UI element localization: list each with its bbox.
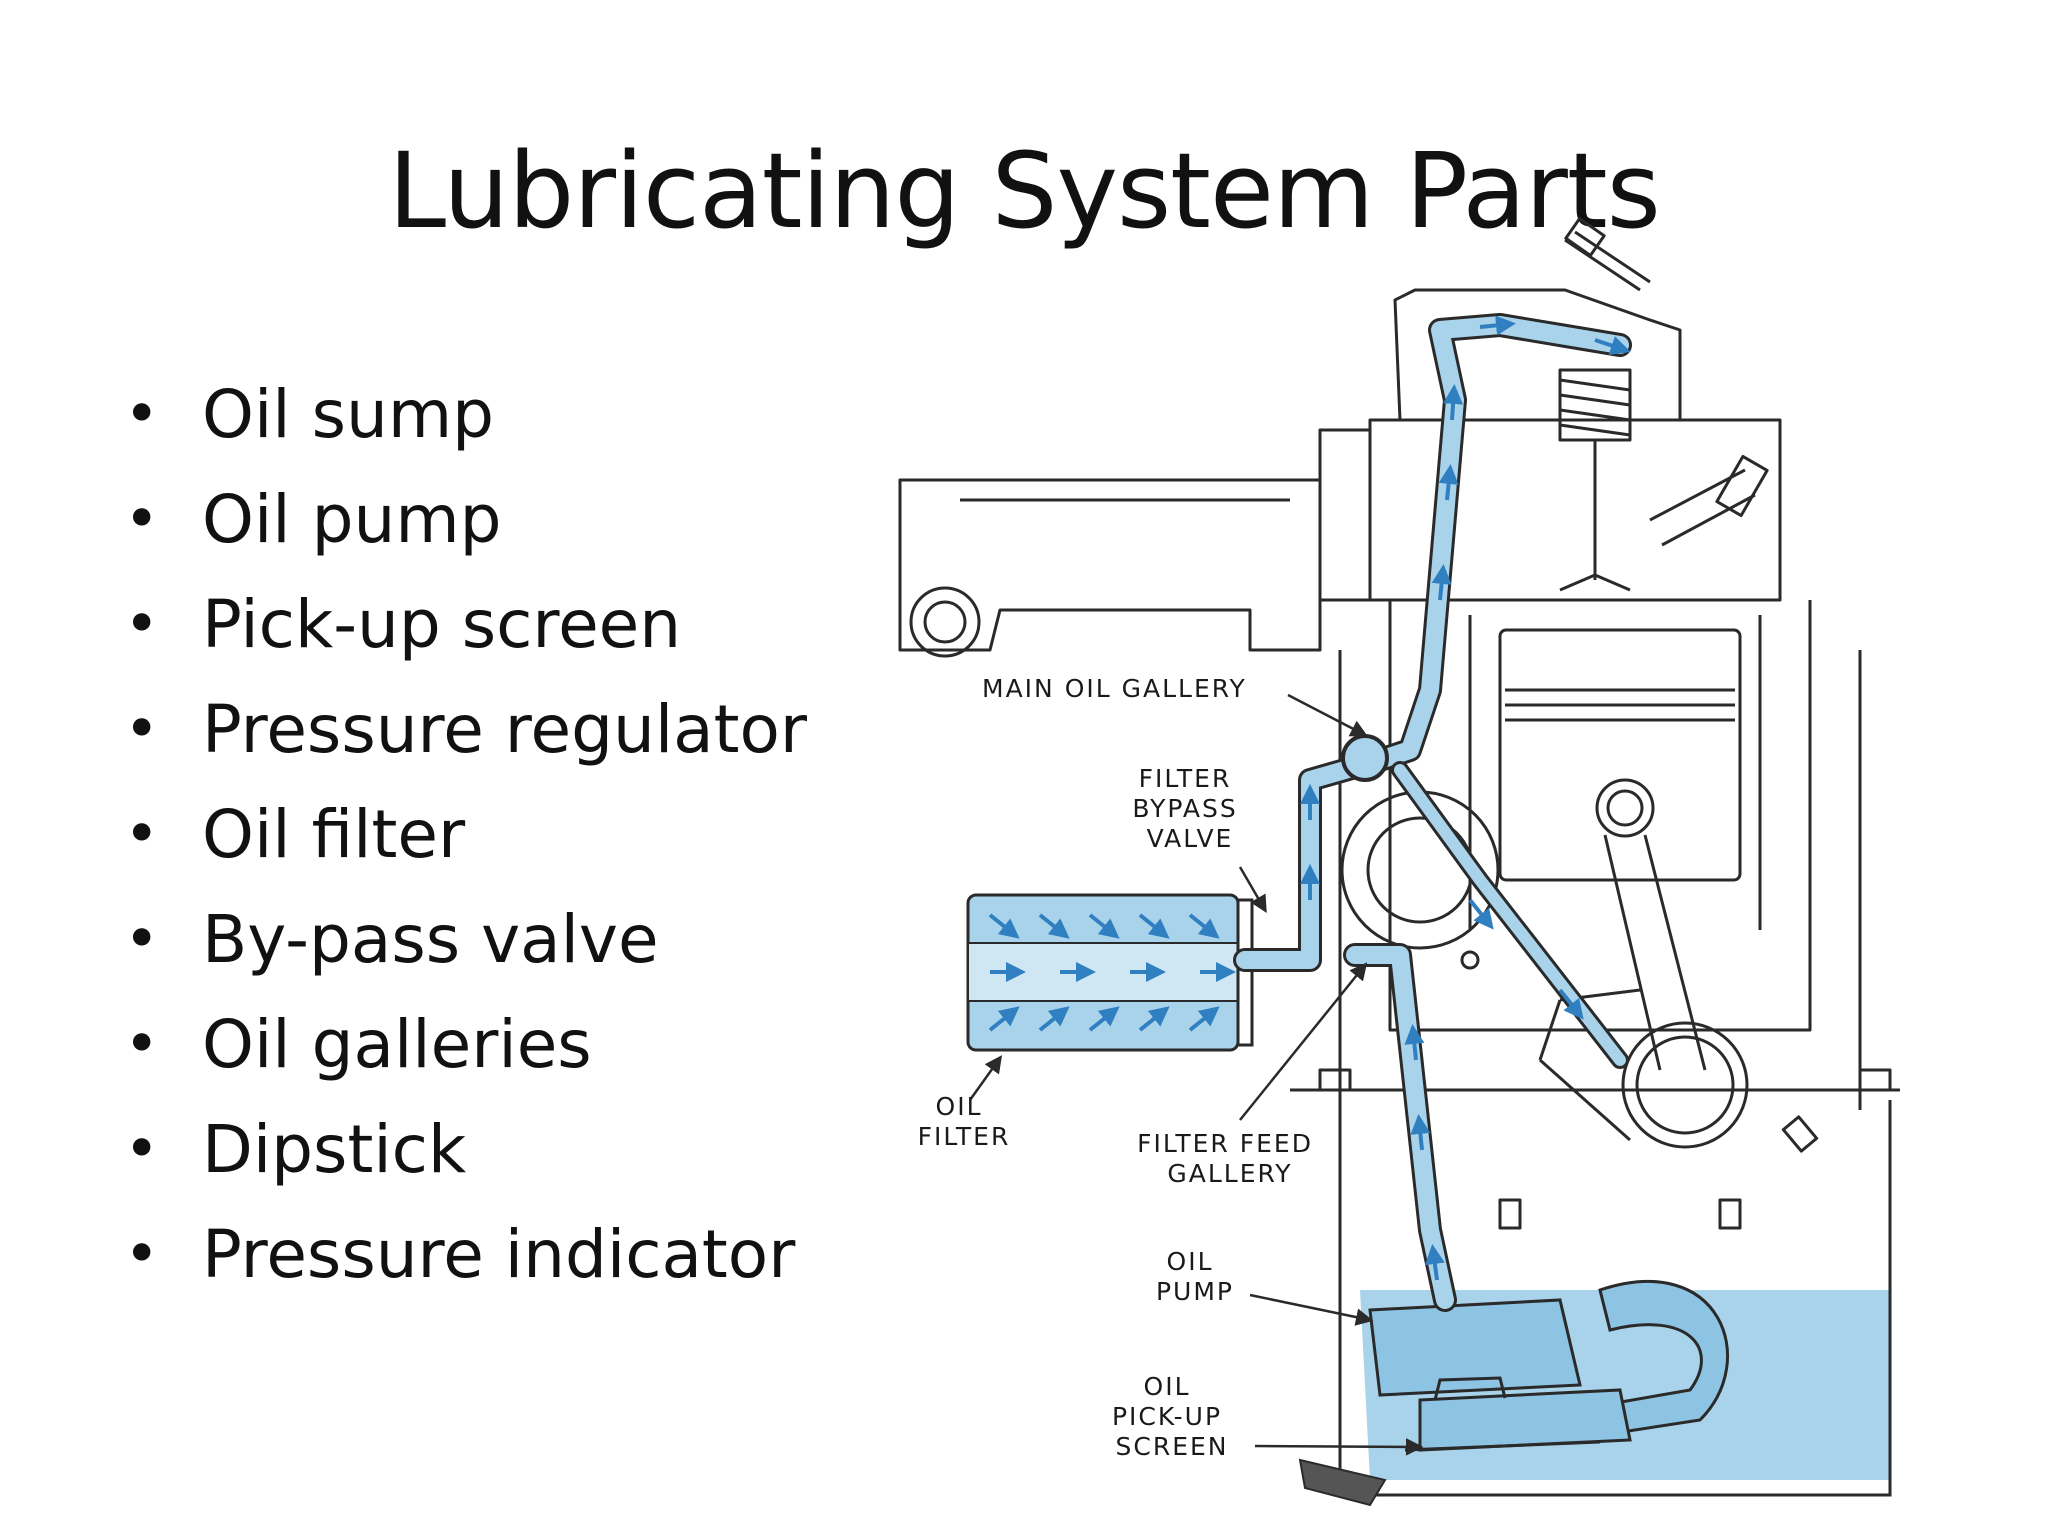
bullet-icon: •: [124, 484, 160, 554]
bullet-icon: •: [124, 799, 160, 869]
list-item: • Pressure regulator: [118, 677, 807, 782]
label-main-oil-gallery: MAIN OIL GALLERY: [982, 674, 1247, 703]
bullet-icon: •: [124, 1114, 160, 1184]
list-item-text: Oil filter: [202, 796, 466, 873]
label-oil-filter: OIL FILTER: [918, 1092, 1011, 1151]
list-item-text: Oil galleries: [202, 1006, 592, 1083]
label-oil-pickup-screen: OIL PICK-UP SCREEN: [1112, 1372, 1232, 1461]
list-item: • Oil galleries: [118, 992, 807, 1097]
list-item: • Pick-up screen: [118, 572, 807, 677]
callout-lines: [968, 693, 1424, 1456]
oil-flow-arrows: [988, 315, 1631, 1281]
bullet-icon: •: [124, 589, 160, 659]
list-item-text: Oil pump: [202, 481, 502, 558]
oil-filter: [966, 893, 1254, 1052]
bullet-icon: •: [124, 379, 160, 449]
list-item-text: Oil sump: [202, 376, 495, 453]
label-filter-bypass-valve: FILTER BYPASS VALVE: [1132, 764, 1247, 853]
lubrication-system-diagram: MAIN OIL GALLERY FILTER BYPASS VALVE OIL…: [898, 217, 1900, 1507]
bullet-icon: •: [124, 1009, 160, 1079]
label-filter-feed-gallery: FILTER FEED GALLERY: [1137, 1129, 1323, 1188]
list-item: • Oil pump: [118, 467, 807, 572]
bullet-icon: •: [124, 1219, 160, 1289]
parts-list: • Oil sump • Oil pump • Pick-up screen • Pre…: [118, 362, 807, 1307]
list-item-text: Pressure indicator: [202, 1216, 796, 1293]
list-item: • Oil filter: [118, 782, 807, 887]
list-item-text: Pick-up screen: [202, 586, 682, 663]
slide-title: Lubricating System Parts: [388, 129, 1661, 252]
oil-pickup-screen: [1404, 1376, 1632, 1452]
bullet-icon: •: [124, 694, 160, 764]
engine-outline: [898, 217, 1900, 1230]
label-oil-pump: OIL PUMP: [1156, 1247, 1234, 1306]
list-item-text: Dipstick: [202, 1111, 467, 1188]
bullet-icon: •: [124, 904, 160, 974]
list-item: • Dipstick: [118, 1097, 807, 1202]
list-item: • Oil sump: [118, 362, 807, 467]
diagram-labels: MAIN OIL GALLERY FILTER BYPASS VALVE OIL…: [918, 674, 1323, 1461]
list-item: • By-pass valve: [118, 887, 807, 992]
oil-sump: [1298, 1100, 1892, 1507]
oil-galleries: [1233, 313, 1632, 1312]
list-item-text: Pressure regulator: [202, 691, 807, 768]
oil-pump: [1368, 1279, 1730, 1442]
list-item: • Pressure indicator: [118, 1202, 807, 1307]
list-item-text: By-pass valve: [202, 901, 659, 978]
